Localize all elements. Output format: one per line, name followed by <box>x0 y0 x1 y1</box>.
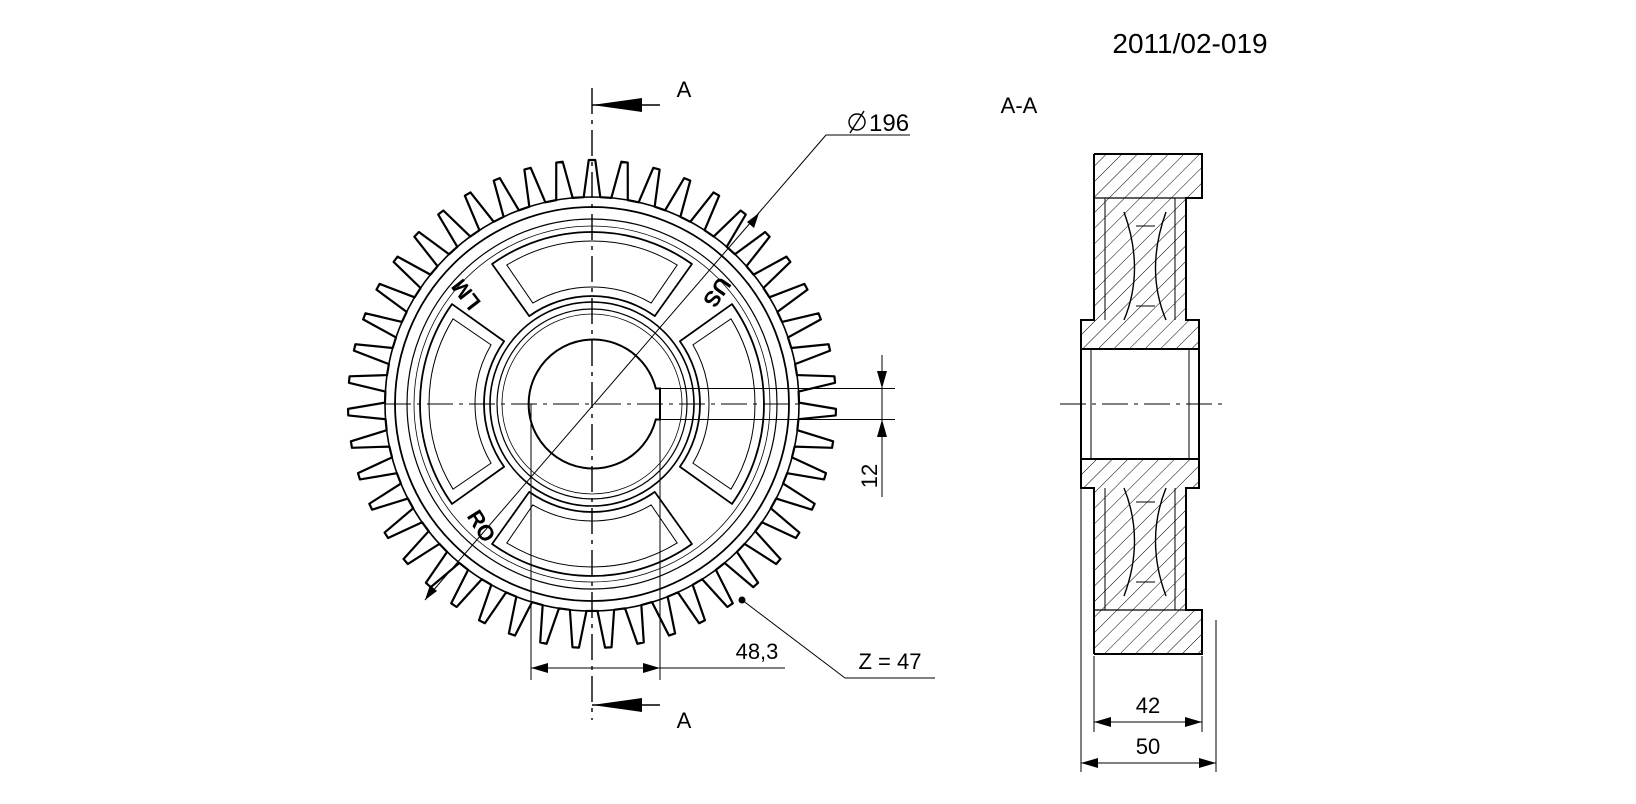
pocket-bottom-inner-edge <box>506 504 678 568</box>
cut-marker-bottom: A <box>677 708 692 733</box>
tooth-count-leader <box>738 596 935 679</box>
diameter-symbol-icon <box>848 110 866 134</box>
gear-front-view: LM US RO A A 196 <box>346 77 935 733</box>
dim-keyway-width-lines <box>660 355 895 497</box>
pocket-right-inner-edge <box>692 318 756 490</box>
pocket-bottom <box>491 490 693 577</box>
section-label: A-A <box>1001 93 1038 118</box>
pocket-top-inner-edge <box>506 240 678 304</box>
web-groove-top <box>1123 211 1167 321</box>
pocket-left <box>419 303 506 505</box>
section-arrow-bottom <box>592 698 660 712</box>
dim-overall-width: 50 <box>1136 734 1160 759</box>
cut-marker-top: A <box>677 77 692 102</box>
dim-keyway-width: 12 <box>857 464 882 488</box>
dim-outer-diameter: 196 <box>869 110 909 137</box>
web-groove-bottom <box>1123 487 1167 597</box>
diameter-leader <box>424 134 910 601</box>
web-pockets <box>419 231 765 577</box>
pocket-left-inner-edge <box>428 318 492 490</box>
pocket-right <box>678 303 765 505</box>
dim-keyway-depth-lines <box>530 404 785 680</box>
bore-with-keyway <box>527 338 661 470</box>
pocket-top <box>491 231 693 318</box>
section-bore <box>1080 348 1200 460</box>
dim-tooth-count: Z = 47 <box>859 649 922 674</box>
section-arrow-top <box>592 98 660 112</box>
section-hatch-bottom <box>1081 459 1202 654</box>
rim-mark-lm: LM <box>446 274 485 314</box>
dim-hub-width: 42 <box>1136 693 1160 718</box>
section-view-a-a: A-A 42 <box>1001 93 1222 772</box>
dim-keyway-depth: 48,3 <box>736 639 779 664</box>
section-hatch-top <box>1081 154 1202 349</box>
drawing-number: 2011/02-019 <box>1112 28 1267 59</box>
